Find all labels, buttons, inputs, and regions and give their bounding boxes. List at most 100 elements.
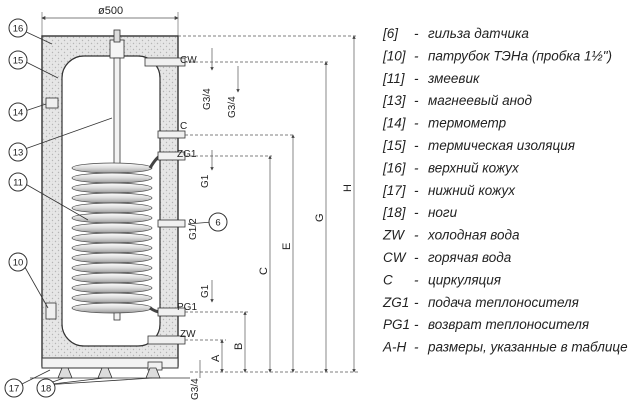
legend-sep: - bbox=[414, 250, 419, 265]
callout-number: 18 bbox=[41, 384, 52, 395]
callout-15: 15 bbox=[8, 50, 28, 70]
callout-10: 10 bbox=[8, 252, 28, 272]
legend-sep: - bbox=[414, 93, 419, 108]
legend-item: [18]-ноги bbox=[382, 205, 458, 220]
legend-text: термическая изоляция bbox=[428, 138, 575, 153]
coil-turn bbox=[71, 232, 153, 244]
thread-labels: G3/4 G3/4 G1 G1/2 G1 G3/4 bbox=[188, 88, 238, 400]
callout-13: 13 bbox=[8, 142, 28, 162]
label-zw: ZW bbox=[180, 329, 196, 340]
legend-item: A-H-размеры, указанные в таблице bbox=[382, 340, 628, 355]
coil-turn bbox=[71, 162, 153, 174]
legend-code: [13] bbox=[382, 93, 407, 108]
legend-item: CW-горячая вода bbox=[383, 250, 512, 265]
thread-g1-upper: G1 bbox=[200, 174, 211, 188]
callout-11: 11 bbox=[8, 172, 28, 192]
label-c: C bbox=[180, 121, 187, 132]
label-cw: CW bbox=[180, 55, 197, 66]
legend-sep: - bbox=[414, 272, 419, 287]
legend-item: [14]-термометр bbox=[382, 116, 507, 131]
coil-turn bbox=[71, 182, 153, 194]
callout-number: 16 bbox=[13, 24, 24, 35]
callout-18: 18 bbox=[36, 378, 56, 398]
legend-text: змеевик bbox=[427, 71, 480, 86]
legend-sep: - bbox=[414, 205, 419, 220]
legend-code: C bbox=[383, 272, 393, 287]
callout-number: 14 bbox=[13, 108, 24, 119]
heat-exchanger-coil bbox=[71, 154, 161, 314]
legend-item: [10]-патрубок ТЭНа (пробка 1½") bbox=[382, 48, 612, 63]
legend-code: ZG1 bbox=[382, 295, 409, 310]
dimension-lines bbox=[178, 35, 360, 378]
sensor-sleeve-pipe bbox=[157, 219, 186, 228]
legend-text: горячая вода bbox=[428, 250, 512, 265]
dim-c: C bbox=[258, 267, 270, 275]
pipe-labels: CW C ZG1 PG1 ZW bbox=[177, 55, 197, 340]
coil-turn bbox=[71, 242, 153, 254]
dimension-labels: A B C E G H bbox=[210, 184, 354, 362]
legend-text: холодная вода bbox=[427, 228, 520, 243]
c-pipe bbox=[157, 130, 186, 139]
cw-pipe bbox=[144, 57, 186, 67]
legend-sep: - bbox=[414, 48, 419, 63]
coil-turn bbox=[71, 252, 153, 264]
legend-sep: - bbox=[414, 116, 419, 131]
coil-turn bbox=[71, 272, 153, 284]
thread-g34-top-b: G3/4 bbox=[227, 96, 238, 118]
legend-code: [10] bbox=[382, 48, 407, 63]
legs bbox=[30, 367, 190, 379]
legend-code: [18] bbox=[382, 205, 407, 220]
coil-turn bbox=[71, 222, 153, 234]
coil-turn bbox=[71, 192, 153, 204]
dim-a: A bbox=[210, 354, 222, 362]
coil-turn bbox=[71, 292, 153, 304]
callout-number: 11 bbox=[13, 178, 23, 189]
callout-number: 15 bbox=[13, 56, 24, 67]
legend-text: подача теплоносителя bbox=[428, 295, 579, 310]
legend-sep: - bbox=[414, 26, 419, 41]
callout-number: 6 bbox=[215, 218, 220, 229]
legend-text: патрубок ТЭНа (пробка 1½") bbox=[428, 48, 612, 63]
legend-code: [15] bbox=[382, 138, 407, 153]
legend-text: возврат теплоносителя bbox=[428, 317, 589, 332]
legend-code: [17] bbox=[382, 183, 407, 198]
legend-item: [15]-термическая изоляция bbox=[382, 138, 575, 153]
legend-code: ZW bbox=[382, 228, 405, 243]
label-zg1: ZG1 bbox=[177, 149, 197, 160]
legend-sep: - bbox=[414, 183, 419, 198]
dim-h: H bbox=[342, 184, 354, 192]
thread-g12: G1/2 bbox=[188, 218, 199, 240]
legend-sep: - bbox=[414, 228, 419, 243]
legend-item: [6]-гильза датчика bbox=[382, 26, 529, 41]
thread-g34-top-a: G3/4 bbox=[202, 88, 213, 110]
legend-code: CW bbox=[383, 250, 407, 265]
callout-6: 6 bbox=[208, 212, 228, 232]
thread-g1-lower: G1 bbox=[200, 284, 211, 298]
callout-number: 10 bbox=[13, 258, 24, 269]
top-diameter-label: ø500 bbox=[98, 5, 123, 17]
legend-text: магнеевый анод bbox=[428, 93, 533, 108]
legend-code: [6] bbox=[382, 26, 399, 41]
callout-number: 17 bbox=[9, 384, 20, 395]
legend-item: [17]-нижний кожух bbox=[382, 183, 516, 198]
legend-code: PG1 bbox=[383, 317, 410, 332]
legend: [6]-гильза датчика[10]-патрубок ТЭНа (пр… bbox=[382, 26, 628, 355]
dim-e: E bbox=[281, 243, 293, 250]
thread-g34-bottom: G3/4 bbox=[190, 378, 201, 400]
callout-circles: 16 15 14 13 11 6 10 17 18 bbox=[4, 18, 228, 398]
legend-sep: - bbox=[414, 295, 419, 310]
legend-item: ZW-холодная вода bbox=[382, 228, 520, 243]
bottom-casing bbox=[41, 357, 179, 369]
heater-port bbox=[45, 302, 57, 320]
dim-b: B bbox=[233, 343, 245, 350]
label-pg1: PG1 bbox=[177, 302, 197, 313]
dim-g: G bbox=[314, 213, 326, 222]
thermometer bbox=[45, 97, 59, 109]
coil-turn bbox=[71, 262, 153, 274]
legend-text: нижний кожух bbox=[428, 183, 516, 198]
legend-item: PG1-возврат теплоносителя bbox=[383, 317, 589, 332]
coil-turn bbox=[71, 202, 153, 214]
legend-text: ноги bbox=[428, 205, 458, 220]
legend-text: верхний кожух bbox=[428, 160, 520, 175]
left-fittings bbox=[45, 97, 59, 320]
